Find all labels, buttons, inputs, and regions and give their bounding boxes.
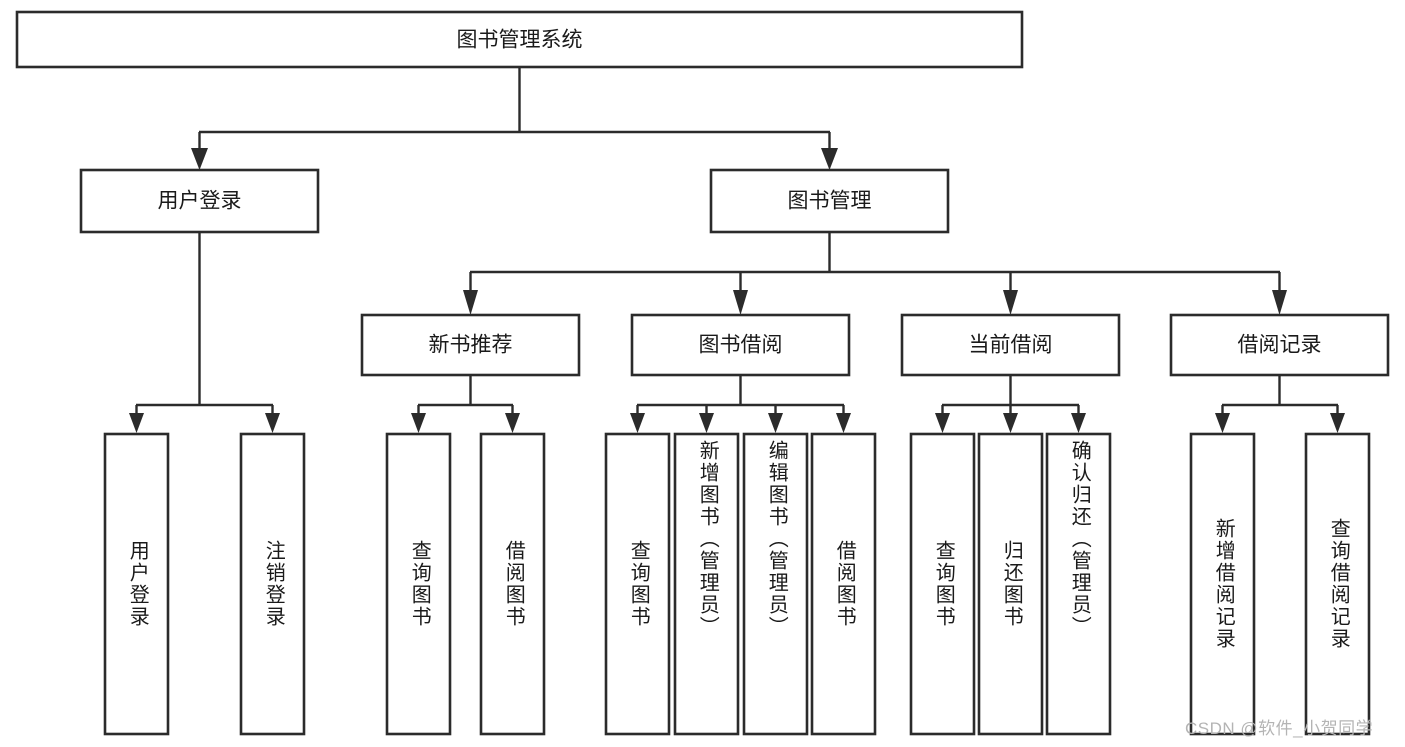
arrow-head-book-management — [821, 148, 838, 170]
arrow-head-leaf-4-1 — [1330, 413, 1345, 433]
leaf-query-book-recommend-box[interactable] — [385, 432, 452, 736]
leaf-query-book-current-box[interactable] — [909, 432, 976, 736]
node-borrow-record[interactable]: 借阅记录 — [1169, 313, 1390, 377]
node-book-management-box[interactable] — [709, 168, 950, 234]
leaf-user-login-box[interactable] — [103, 432, 170, 736]
arrow-head-leaf-1-1 — [505, 413, 520, 433]
connector-group-new-book-recommend — [411, 375, 520, 433]
leaf-borrow-book-recommend-box[interactable] — [479, 432, 546, 736]
arrow-head-leaf-1-0 — [411, 413, 426, 433]
node-current-borrow[interactable]: 当前借阅 — [900, 313, 1121, 377]
arrow-head-leaf-0-0 — [129, 413, 144, 433]
watermark-text: CSDN @软件_小贺同学 — [1185, 719, 1374, 738]
node-book-borrow[interactable]: 图书借阅 — [630, 313, 851, 377]
arrow-head-l3-1 — [733, 290, 748, 315]
arrow-head-leaf-2-3 — [836, 413, 851, 433]
node-book-management[interactable]: 图书管理 — [709, 168, 950, 234]
connector-group-current-borrow — [935, 375, 1086, 433]
node-book-borrow-label: 图书借阅 — [699, 334, 783, 357]
arrow-head-leaf-4-0 — [1215, 413, 1230, 433]
leaf-add-book-admin-box[interactable] — [673, 432, 740, 736]
leaf-edit-book-admin-box[interactable] — [742, 432, 809, 736]
root-node-label: 图书管理系统 — [457, 29, 583, 52]
node-book-borrow-box[interactable] — [630, 313, 851, 377]
node-new-book-recommend-box[interactable] — [360, 313, 581, 377]
arrow-head-user-login — [191, 148, 208, 170]
node-borrow-record-box[interactable] — [1169, 313, 1390, 377]
connector-group-book-borrow — [630, 375, 851, 433]
leaf-return-book-box[interactable] — [977, 432, 1044, 736]
node-current-borrow-label: 当前借阅 — [969, 334, 1053, 357]
connector-group-borrow-record — [1215, 375, 1345, 433]
node-new-book-recommend[interactable]: 新书推荐 — [360, 313, 581, 377]
connector-group-user-login — [129, 232, 280, 433]
leaf-query-book-borrow-box[interactable] — [604, 432, 671, 736]
arrow-head-leaf-3-0 — [935, 413, 950, 433]
node-user-login-label: 用户登录 — [158, 190, 242, 213]
node-current-borrow-box[interactable] — [900, 313, 1121, 377]
arrow-head-leaf-2-0 — [630, 413, 645, 433]
arrow-head-l3-3 — [1272, 290, 1287, 315]
arrow-head-leaf-3-1 — [1003, 413, 1018, 433]
arrow-head-leaf-2-1 — [699, 413, 714, 433]
leaf-logout-box[interactable] — [239, 432, 306, 736]
root-node-box[interactable] — [15, 10, 1024, 69]
arrow-head-leaf-2-2 — [768, 413, 783, 433]
node-book-management-label: 图书管理 — [788, 190, 872, 213]
arrow-head-l3-0 — [463, 290, 478, 315]
leaf-borrow-book-box[interactable] — [810, 432, 877, 736]
leaf-query-borrow-record-box[interactable] — [1304, 432, 1371, 736]
arrow-head-l3-2 — [1003, 290, 1018, 315]
node-new-book-recommend-label: 新书推荐 — [429, 334, 513, 357]
node-borrow-record-label: 借阅记录 — [1238, 334, 1322, 357]
root-node[interactable]: 图书管理系统 — [15, 10, 1024, 69]
arrow-head-leaf-0-1 — [265, 413, 280, 433]
connector-group-root — [191, 67, 838, 170]
node-user-login-box[interactable] — [79, 168, 320, 234]
arrow-head-leaf-3-2 — [1071, 413, 1086, 433]
connector-group-book-management — [463, 232, 1287, 315]
leaf-confirm-return-admin-box[interactable] — [1045, 432, 1112, 736]
leaf-add-borrow-record-box[interactable] — [1189, 432, 1256, 736]
node-user-login[interactable]: 用户登录 — [79, 168, 320, 234]
